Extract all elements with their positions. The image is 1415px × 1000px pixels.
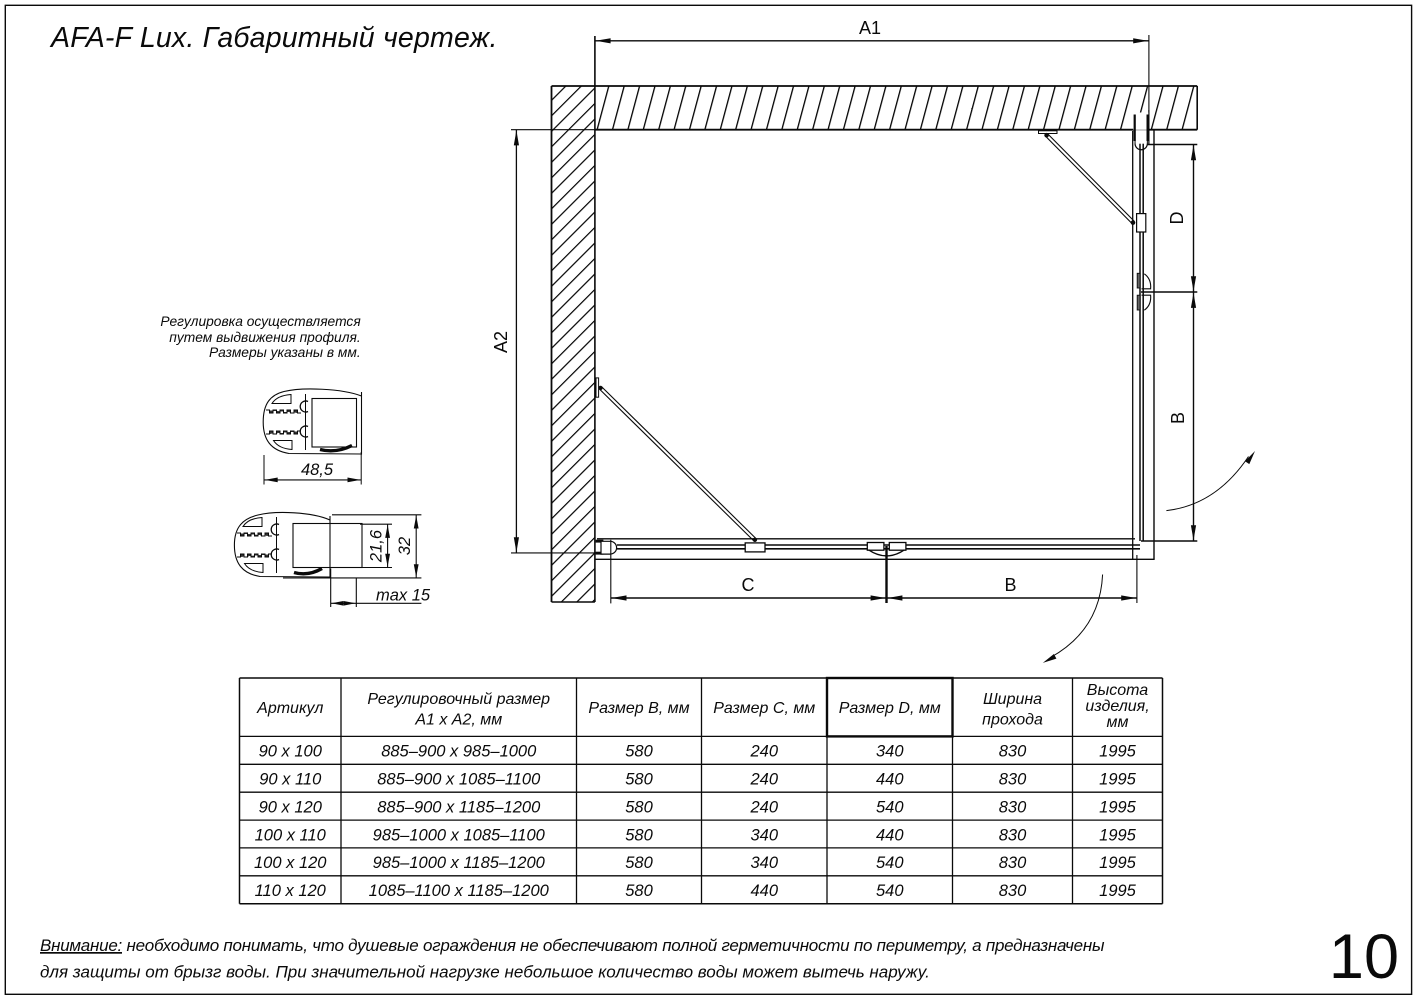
svg-text:Высота: Высота [1087, 682, 1148, 699]
svg-text:21,6: 21,6 [368, 529, 386, 563]
svg-text:240: 240 [749, 743, 778, 761]
svg-text:90 х 110: 90 х 110 [259, 771, 322, 789]
svg-text:1995: 1995 [1099, 771, 1137, 789]
svg-text:580: 580 [625, 771, 653, 789]
svg-text:830: 830 [999, 854, 1027, 872]
svg-text:1995: 1995 [1099, 854, 1137, 872]
svg-text:1995: 1995 [1099, 882, 1137, 900]
svg-text:для защиты от брызг воды. При: для защиты от брызг воды. При значительн… [40, 963, 930, 982]
svg-text:1995: 1995 [1099, 826, 1137, 844]
svg-text:885–900 х 1185–1200: 885–900 х 1185–1200 [377, 798, 541, 816]
svg-text:830: 830 [999, 743, 1027, 761]
svg-text:100 х 120: 100 х 120 [254, 854, 327, 872]
svg-text:Внимание: необходимо понимать,: Внимание: необходимо понимать, что душев… [40, 936, 1105, 955]
svg-text:240: 240 [749, 771, 778, 789]
svg-text:путем выдвижения профиля.: путем выдвижения профиля. [169, 330, 360, 345]
svg-text:Размеры указаны в мм.: Размеры указаны в мм. [209, 345, 361, 360]
svg-text:90 х 100: 90 х 100 [259, 743, 323, 761]
svg-text:540: 540 [876, 882, 904, 900]
svg-text:340: 340 [750, 826, 778, 844]
svg-text:Ширина: Ширина [983, 691, 1042, 708]
svg-text:32: 32 [396, 537, 414, 555]
svg-text:Регулировочный размер: Регулировочный размер [367, 691, 550, 708]
svg-text:440: 440 [750, 882, 778, 900]
svg-text:AFA-F Lux. Габаритный чертеж.: AFA-F Lux. Габаритный чертеж. [49, 22, 498, 54]
svg-text:580: 580 [625, 854, 653, 872]
svg-text:580: 580 [625, 826, 653, 844]
svg-text:830: 830 [999, 771, 1027, 789]
svg-text:440: 440 [876, 771, 904, 789]
svg-text:1995: 1995 [1099, 743, 1137, 761]
svg-text:985–1000 х 1185–1200: 985–1000 х 1185–1200 [373, 854, 546, 872]
svg-text:985–1000 х 1085–1100: 985–1000 х 1085–1100 [373, 826, 546, 844]
svg-text:А1 х А2, мм: А1 х А2, мм [414, 712, 502, 729]
svg-text:изделия,: изделия, [1085, 698, 1149, 715]
svg-text:580: 580 [625, 743, 653, 761]
svg-text:C: C [742, 575, 755, 595]
svg-text:440: 440 [876, 826, 904, 844]
svg-text:240: 240 [749, 798, 778, 816]
svg-text:B: B [1004, 575, 1016, 595]
svg-text:830: 830 [999, 826, 1027, 844]
svg-text:885–900 х 985–1000: 885–900 х 985–1000 [381, 743, 537, 761]
svg-text:Размер С, мм: Размер С, мм [713, 700, 815, 717]
svg-text:max 15: max 15 [376, 587, 431, 605]
svg-text:885–900 х 1085–1100: 885–900 х 1085–1100 [377, 771, 541, 789]
svg-text:D: D [1167, 212, 1187, 225]
svg-text:110 х 120: 110 х 120 [255, 882, 327, 900]
svg-text:830: 830 [999, 882, 1027, 900]
svg-text:Артикул: Артикул [256, 700, 323, 717]
svg-text:A2: A2 [491, 331, 511, 353]
svg-text:580: 580 [625, 798, 653, 816]
svg-text:Размер В, мм: Размер В, мм [588, 700, 689, 717]
svg-text:100 х 110: 100 х 110 [255, 826, 327, 844]
svg-text:580: 580 [625, 882, 653, 900]
svg-text:A1: A1 [859, 18, 881, 38]
svg-text:540: 540 [876, 798, 904, 816]
svg-text:540: 540 [876, 854, 904, 872]
svg-text:48,5: 48,5 [301, 461, 334, 479]
svg-text:90 х 120: 90 х 120 [259, 798, 323, 816]
svg-text:мм: мм [1107, 714, 1129, 731]
svg-text:10: 10 [1329, 922, 1399, 992]
svg-text:B: B [1168, 412, 1188, 424]
svg-text:Размер D, мм: Размер D, мм [839, 700, 941, 717]
svg-text:прохода: прохода [982, 712, 1043, 729]
svg-text:1085–1100 х 1185–1200: 1085–1100 х 1185–1200 [369, 882, 550, 900]
svg-text:830: 830 [999, 798, 1027, 816]
svg-text:Регулировка осуществляется: Регулировка осуществляется [160, 314, 361, 329]
svg-text:340: 340 [750, 854, 778, 872]
svg-text:340: 340 [876, 743, 904, 761]
svg-text:1995: 1995 [1099, 798, 1137, 816]
